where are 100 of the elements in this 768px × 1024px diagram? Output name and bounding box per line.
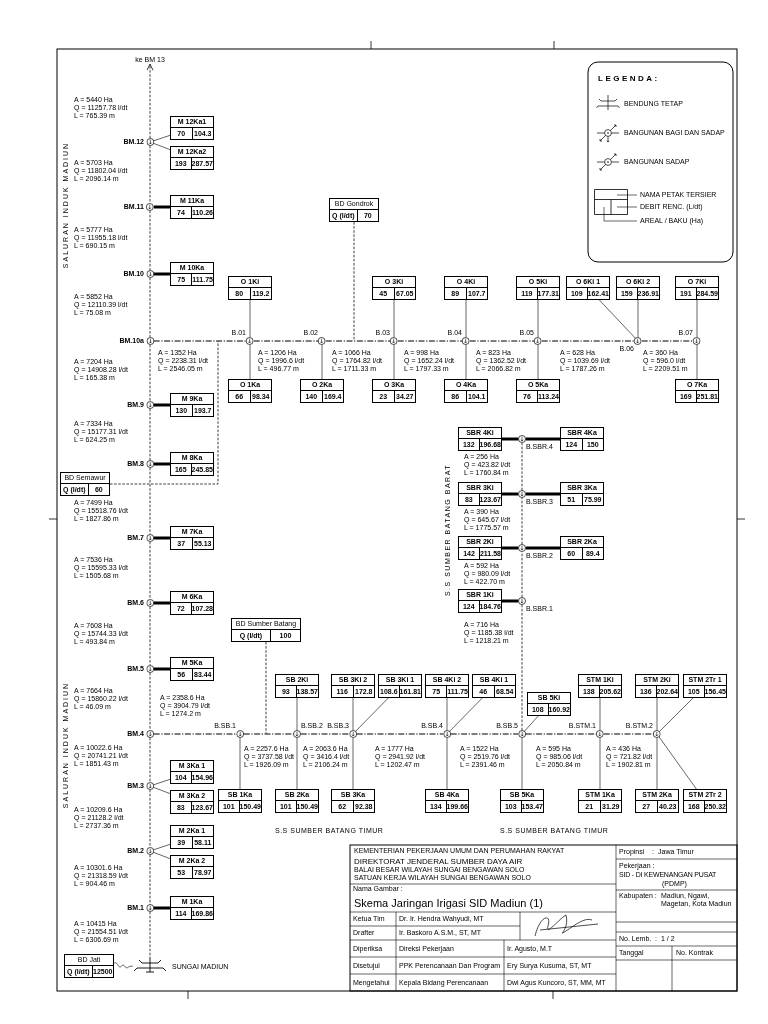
offtake-line	[525, 546, 560, 550]
tertiary-plot-box	[616, 276, 660, 300]
tertiary-plot-box	[425, 674, 469, 698]
canal-line	[525, 733, 597, 735]
offtake-line	[153, 272, 170, 276]
tertiary-plot-box	[566, 276, 610, 300]
structure-node	[421, 722, 451, 738]
structure-node	[127, 730, 154, 738]
tertiary-plot-box	[444, 379, 488, 403]
canal-line	[325, 340, 391, 342]
source-box	[64, 954, 114, 978]
structure-node	[127, 534, 154, 542]
offtake-line	[521, 737, 523, 790]
offtake-line	[656, 697, 658, 731]
tertiary-plot-box	[560, 482, 604, 506]
structure-node	[127, 401, 154, 409]
canal-line	[253, 340, 319, 342]
tertiary-plot-box	[170, 760, 214, 784]
canal-line	[153, 733, 237, 735]
offtake-line	[525, 437, 560, 441]
tertiary-plot-box	[170, 393, 214, 417]
offtake-line	[465, 344, 467, 380]
structure-node	[123, 138, 154, 146]
offtake-line	[656, 737, 658, 790]
offtake-line	[296, 737, 298, 790]
offtake-line	[637, 299, 639, 338]
tertiary-plot-box	[683, 789, 727, 813]
canal-line	[521, 497, 523, 545]
canal-line	[243, 733, 294, 735]
tertiary-plot-box	[170, 790, 214, 814]
structure-node	[127, 904, 154, 912]
offtake-line	[599, 299, 636, 339]
offtake-line	[153, 143, 171, 150]
offtake-line	[599, 737, 601, 790]
agency-name: DIREKTORAT JENDERAL SUMBER DAYA AIR	[354, 856, 523, 865]
tertiary-plot-box	[683, 674, 727, 698]
structure-node	[123, 203, 154, 211]
canal-line	[149, 672, 151, 731]
structure-node	[127, 847, 154, 855]
structure-node	[327, 722, 357, 738]
canal-line	[149, 737, 151, 783]
tertiary-plot-box	[516, 276, 560, 300]
offtake-line	[153, 787, 171, 794]
offtake-line	[352, 737, 354, 790]
canal-line	[149, 210, 151, 271]
offtake-line	[502, 599, 519, 603]
tertiary-plot-box	[378, 674, 422, 698]
tertiary-plot-box	[218, 789, 262, 813]
offtake-line	[525, 492, 560, 496]
offtake-line	[153, 135, 171, 142]
structure-node	[119, 337, 154, 345]
tertiary-plot-box	[500, 789, 544, 813]
offtake-line	[153, 852, 171, 859]
tertiary-plot-box	[170, 657, 214, 681]
tertiary-plot-box	[170, 526, 214, 550]
offtake-line	[696, 299, 698, 338]
structure-node	[518, 435, 553, 451]
source-box	[60, 472, 110, 496]
tertiary-plot-box	[170, 195, 214, 219]
offtake-line	[321, 344, 323, 380]
tertiary-plot-box	[275, 674, 319, 698]
canal-line	[153, 340, 247, 342]
tertiary-plot-box	[458, 536, 502, 560]
structure-node	[214, 722, 244, 738]
offtake-line	[239, 737, 241, 790]
offtake-line	[296, 697, 298, 731]
canal-line	[641, 340, 694, 342]
offtake-line	[502, 437, 519, 441]
supply-line	[109, 340, 219, 485]
canal-line	[149, 854, 151, 905]
offtake-line	[537, 344, 539, 380]
tertiary-plot-box	[458, 589, 502, 613]
structure-node	[568, 722, 604, 738]
tertiary-plot-box	[170, 262, 214, 286]
offtake-line	[446, 737, 448, 790]
offtake-line	[153, 403, 170, 407]
canal-line	[149, 789, 151, 848]
canal-line	[469, 340, 535, 342]
tertiary-plot-box	[170, 825, 214, 849]
canal-line	[521, 604, 523, 731]
canal-line	[149, 145, 151, 204]
tertiary-plot-box	[275, 789, 319, 813]
offtake-line	[153, 536, 170, 540]
offtake-line	[393, 344, 395, 380]
canal-line	[149, 408, 151, 461]
legend-title: LEGENDA:	[598, 73, 660, 83]
supply-line	[353, 221, 355, 341]
structure-node	[231, 329, 254, 345]
structure-node	[375, 329, 398, 345]
canal-line	[149, 344, 151, 402]
tertiary-plot-box	[331, 789, 375, 813]
structure-node	[447, 329, 470, 345]
tertiary-plot-box	[578, 789, 622, 813]
canal-line	[149, 467, 151, 535]
tertiary-plot-box	[635, 789, 679, 813]
canal-line	[397, 340, 463, 342]
tertiary-plot-box	[675, 379, 719, 403]
canal-line	[521, 551, 523, 598]
structure-node	[619, 337, 642, 353]
structure-node	[496, 722, 526, 738]
